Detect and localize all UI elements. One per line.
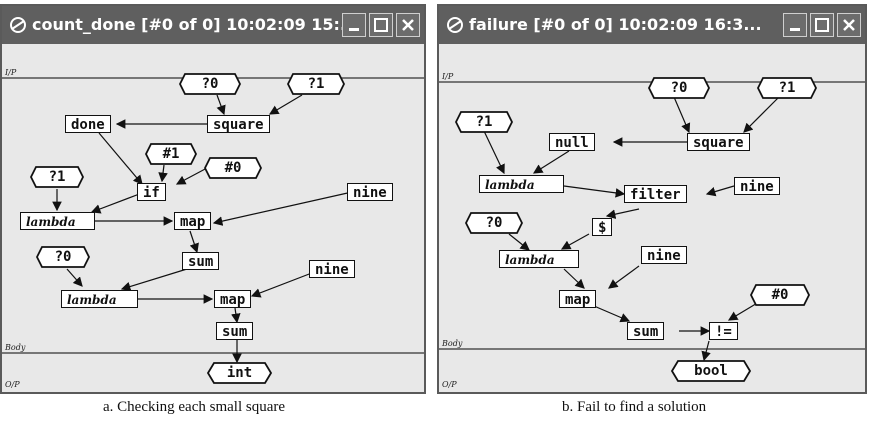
output-node-int[interactable]: int: [207, 362, 272, 384]
minimize-button[interactable]: [783, 13, 807, 37]
node-nine-1[interactable]: nine: [347, 183, 393, 201]
node-square[interactable]: square: [687, 133, 750, 151]
app-icon: [10, 17, 26, 33]
close-button[interactable]: [837, 13, 861, 37]
node-sum-1[interactable]: sum: [182, 252, 220, 270]
caption-a: a. Checking each small square: [103, 399, 286, 415]
minimize-icon: [349, 28, 359, 31]
minimize-icon: [790, 28, 800, 31]
node-if[interactable]: if: [137, 183, 166, 201]
app-icon: [447, 17, 463, 33]
const-node-h0[interactable]: #0: [204, 157, 262, 179]
node-sum[interactable]: sum: [627, 322, 665, 340]
node-lambda-1[interactable]: lambda: [479, 175, 564, 193]
graph-canvas[interactable]: I/P Body O/P ?0 ?1 done square #1 ?1 #0 …: [2, 44, 424, 392]
node-lambda-1[interactable]: lambda: [20, 212, 95, 230]
node-square[interactable]: square: [207, 115, 270, 133]
io-in-label: I/P: [5, 68, 17, 77]
node-null[interactable]: null: [549, 133, 595, 151]
input-node-q0[interactable]: ?0: [179, 73, 241, 95]
io-in-label: I/P: [442, 72, 454, 81]
window-title: failure [#0 of 0] 10:02:09 16:3...: [469, 15, 762, 34]
maximize-icon: [374, 18, 388, 32]
node-lambda-2[interactable]: lambda: [61, 290, 138, 308]
const-node-h1[interactable]: #1: [145, 143, 197, 165]
minimize-button[interactable]: [342, 13, 366, 37]
body-label: Body: [5, 343, 26, 352]
input-node-q0[interactable]: ?0: [648, 77, 710, 99]
window-count-done: count_done [#0 of 0] 10:02:09 15:...: [0, 4, 426, 394]
maximize-button[interactable]: [369, 13, 393, 37]
node-map-2[interactable]: map: [214, 290, 252, 308]
node-dollar[interactable]: $: [592, 218, 613, 236]
title-bar[interactable]: failure [#0 of 0] 10:02:09 16:3...: [439, 6, 865, 44]
input-node-q0-left[interactable]: ?0: [465, 212, 523, 234]
input-node-q1[interactable]: ?1: [287, 73, 345, 95]
window-failure: failure [#0 of 0] 10:02:09 16:3...: [437, 4, 867, 394]
maximize-button[interactable]: [810, 13, 834, 37]
close-button[interactable]: [396, 13, 420, 37]
graph-canvas[interactable]: I/P Body O/P ?1 ?0 ?1 null square lambda…: [439, 44, 865, 392]
node-sum-2[interactable]: sum: [216, 322, 254, 340]
close-icon: [843, 19, 855, 31]
io-out-label: O/P: [442, 380, 457, 389]
maximize-icon: [815, 18, 829, 32]
const-node-h0[interactable]: #0: [750, 284, 810, 306]
input-node-q0-left[interactable]: ?0: [36, 246, 90, 268]
io-out-label: O/P: [5, 380, 20, 389]
node-nine-1[interactable]: nine: [734, 177, 780, 195]
close-icon: [402, 19, 414, 31]
node-filter[interactable]: filter: [624, 185, 687, 203]
output-node-bool[interactable]: bool: [671, 360, 751, 382]
node-not-equal[interactable]: !=: [709, 322, 738, 340]
node-nine-2[interactable]: nine: [641, 246, 687, 264]
input-node-q1[interactable]: ?1: [757, 77, 817, 99]
node-nine-2[interactable]: nine: [309, 260, 355, 278]
input-node-q1-left[interactable]: ?1: [455, 111, 513, 133]
input-node-q1-left[interactable]: ?1: [30, 166, 84, 188]
node-lambda-2[interactable]: lambda: [499, 250, 579, 268]
title-bar[interactable]: count_done [#0 of 0] 10:02:09 15:...: [2, 6, 424, 44]
caption-b: b. Fail to find a solution: [562, 399, 707, 415]
body-label: Body: [442, 339, 463, 348]
graph-edges: [2, 77, 424, 364]
node-done[interactable]: done: [65, 115, 111, 133]
node-map-1[interactable]: map: [174, 212, 212, 230]
node-map[interactable]: map: [559, 290, 597, 308]
window-title: count_done [#0 of 0] 10:02:09 15:...: [32, 15, 359, 34]
